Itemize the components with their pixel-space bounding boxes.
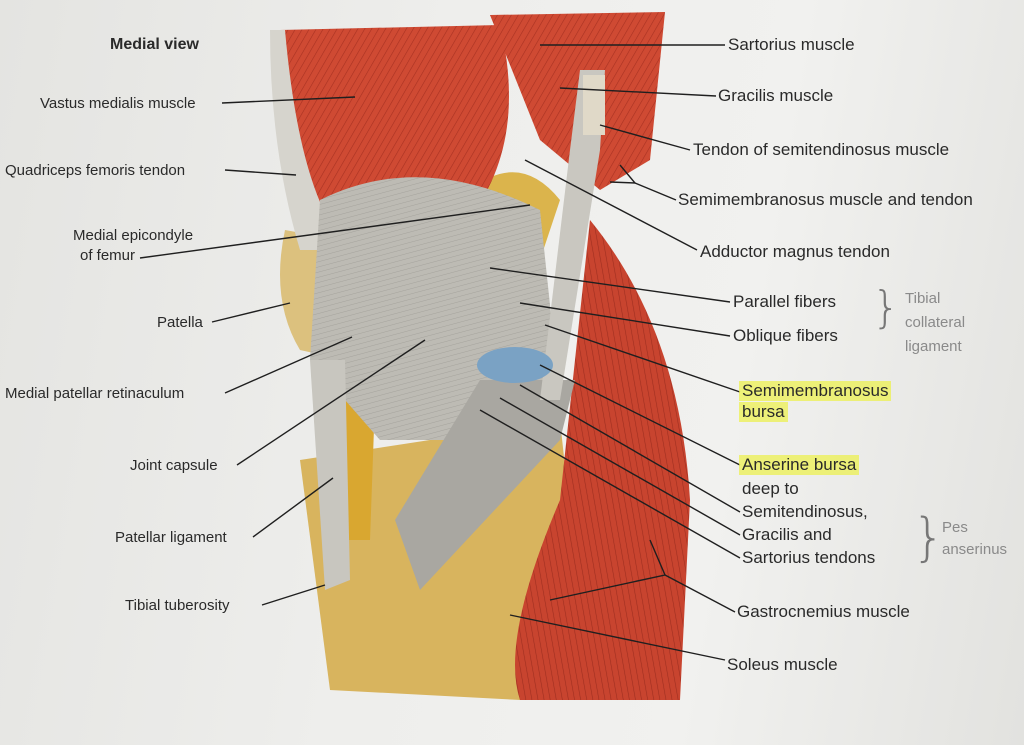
quadriceps-tendon-shape bbox=[270, 30, 350, 250]
label-joint-capsule: Joint capsule bbox=[130, 457, 218, 474]
label-semimembranosus: Semimembranosus muscle and tendon bbox=[678, 190, 973, 209]
semitendinosus-tendon-shape bbox=[540, 70, 605, 400]
label-pes-anserinus-1: Pes bbox=[942, 519, 968, 536]
tibial-collateral-brace: } bbox=[872, 282, 900, 333]
leader-lines bbox=[139, 44, 741, 661]
label-tibial-tuberosity: Tibial tuberosity bbox=[125, 597, 230, 614]
label-anserine-bursa-3: Semitendinosus, bbox=[742, 502, 868, 521]
label-semimembranosus-bursa-2: bursa bbox=[739, 402, 788, 422]
label-patella: Patella bbox=[157, 314, 203, 331]
label-patellar-ligament: Patellar ligament bbox=[115, 529, 227, 546]
label-tibial-collateral-1: Tibial bbox=[905, 290, 941, 307]
label-gracilis: Gracilis muscle bbox=[718, 86, 834, 105]
label-anserine-bursa-5: Sartorius tendons bbox=[742, 548, 876, 567]
label-anserine-bursa-4: Gracilis and bbox=[742, 525, 832, 544]
view-title: Medial view bbox=[110, 36, 199, 53]
label-quadriceps-tendon: Quadriceps femoris tendon bbox=[5, 162, 186, 179]
patellar-fat bbox=[345, 390, 375, 540]
label-semitendinosus-tendon: Tendon of semitendinosus muscle bbox=[693, 140, 950, 159]
label-medial-epicondyle-1: Medial epicondyle bbox=[73, 227, 194, 244]
label-semimembranosus-bursa-1: Semimembranosus bbox=[739, 381, 892, 401]
label-soleus: Soleus muscle bbox=[727, 655, 838, 674]
label-sartorius: Sartorius muscle bbox=[728, 35, 855, 54]
patellar-ligament-shape bbox=[310, 360, 350, 590]
pes-anserinus-shape bbox=[395, 380, 575, 590]
label-oblique-fibers: Oblique fibers bbox=[733, 326, 838, 345]
pes-anserinus-brace: } bbox=[912, 508, 946, 568]
label-gastrocnemius: Gastrocnemius muscle bbox=[737, 602, 910, 621]
label-anserine-bursa-2: deep to bbox=[742, 479, 799, 498]
label-pes-anserinus-2: anserinus bbox=[942, 541, 1008, 558]
label-vastus-medialis: Vastus medialis muscle bbox=[40, 95, 196, 112]
label-medial-patellar-retinaculum: Medial patellar retinaculum bbox=[5, 385, 185, 402]
semimembranosus-bursa-shape bbox=[477, 347, 553, 383]
label-tibial-collateral-2: collateral bbox=[905, 314, 966, 331]
label-adductor-magnus: Adductor magnus tendon bbox=[700, 242, 890, 261]
label-medial-epicondyle-2: of femur bbox=[80, 247, 136, 264]
label-parallel-fibers: Parallel fibers bbox=[733, 292, 836, 311]
label-tibial-collateral-3: ligament bbox=[905, 338, 962, 355]
label-anserine-bursa-1: Anserine bursa bbox=[739, 455, 860, 475]
gastrocnemius-muscle-shape bbox=[515, 220, 690, 700]
